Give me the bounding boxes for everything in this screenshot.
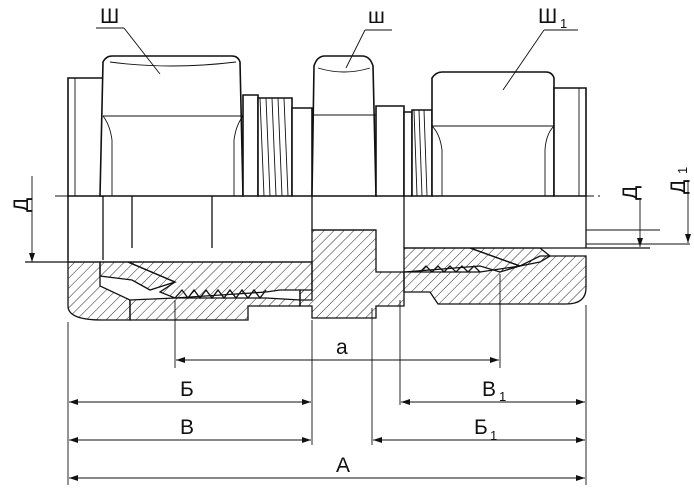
label-d1-right-sub: 1 — [675, 167, 690, 174]
label-b1-sub: 1 — [490, 428, 497, 443]
label-v1-sub: 1 — [499, 389, 506, 404]
label-sh-big-1: Ш — [538, 5, 557, 28]
label-b1: Б — [474, 416, 488, 439]
section-view — [25, 196, 650, 321]
label-d-left: Д — [10, 198, 33, 212]
labels: Ш ш Ш 1 Д Д Д 1 а Б В 1 В Б 1 А — [10, 5, 690, 477]
label-a: а — [336, 336, 348, 359]
dimensions — [29, 27, 691, 485]
label-total-a: А — [336, 454, 350, 477]
center-hex — [311, 55, 405, 197]
label-sh-big: Ш — [100, 5, 119, 28]
label-d-right: Д — [619, 186, 642, 200]
label-v1: В — [482, 378, 496, 401]
label-sh-small: ш — [368, 5, 385, 28]
label-b: Б — [180, 378, 194, 401]
left-thread — [242, 94, 313, 197]
label-sh-big-1-sub: 1 — [560, 16, 567, 31]
left-union-nut — [67, 55, 244, 260]
right-union-nut — [431, 71, 587, 197]
right-thread — [403, 109, 433, 197]
label-v: В — [180, 416, 194, 439]
label-d1-right: Д — [667, 180, 690, 194]
